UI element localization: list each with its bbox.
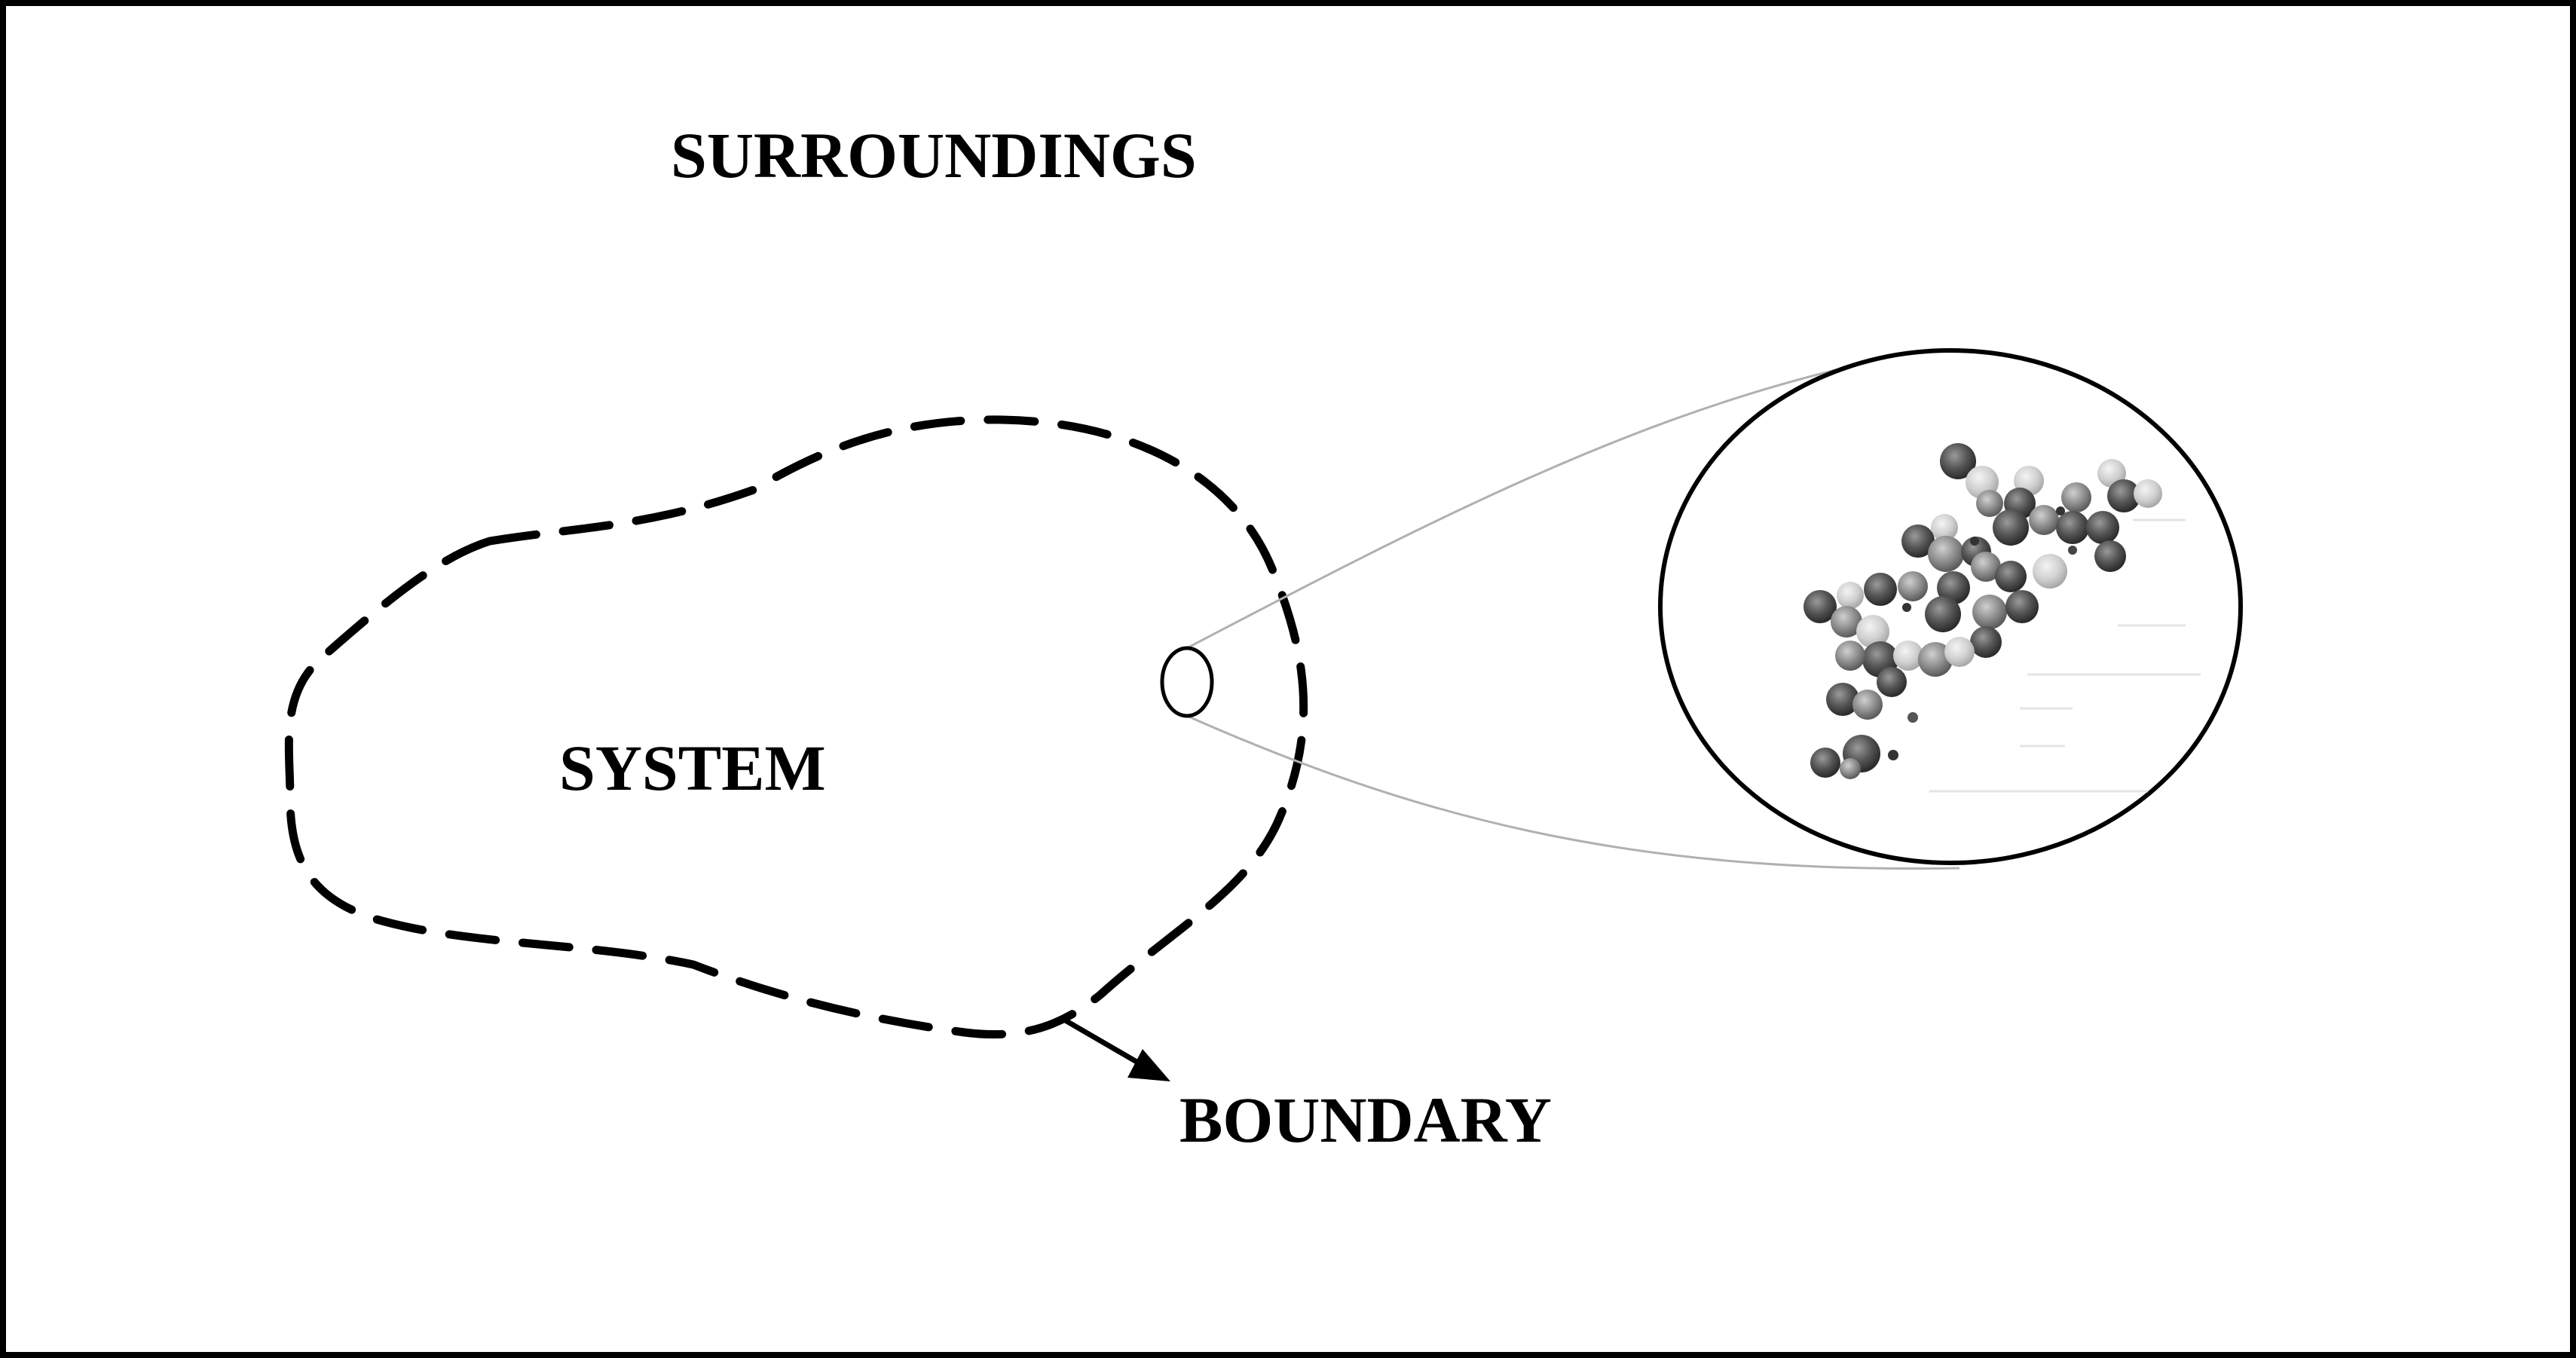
particle <box>1972 595 2007 629</box>
boundary-arrow-head <box>1127 1049 1170 1081</box>
particle <box>1840 758 1861 779</box>
particle <box>1925 596 1961 632</box>
particle <box>2061 482 2091 512</box>
particle <box>2107 479 2140 512</box>
particle <box>2005 590 2039 623</box>
particle <box>1852 690 1883 720</box>
particle <box>1902 603 1911 612</box>
particle <box>1928 536 1964 572</box>
particle <box>1918 642 1953 677</box>
magnified-streaks <box>1929 518 2201 793</box>
particle <box>1937 571 1970 604</box>
particle <box>1971 552 2001 582</box>
zoom-line-bottom <box>1186 714 1960 870</box>
system-boundary-curve <box>284 415 1308 1038</box>
particle <box>2056 506 2065 515</box>
particle <box>1940 443 1976 479</box>
particle <box>1804 590 1837 623</box>
particle <box>1970 626 2002 658</box>
particle <box>1835 641 1865 671</box>
system-label: SYSTEM <box>559 732 826 804</box>
particle <box>1864 573 1897 606</box>
particle <box>1944 637 1975 667</box>
boundary-arrow-shaft <box>1061 1016 1140 1066</box>
particle <box>1931 514 1958 541</box>
particle <box>2134 479 2162 508</box>
particle <box>1976 490 2003 517</box>
particle <box>1810 748 1840 778</box>
particle <box>2068 546 2077 555</box>
particle <box>2056 511 2089 544</box>
particle <box>1856 615 1889 648</box>
particle <box>1995 561 2027 592</box>
particle <box>1826 683 1859 716</box>
particle <box>1898 571 1928 601</box>
sample-region-marker <box>1160 646 1214 718</box>
particle <box>1993 509 2029 546</box>
particle-cluster <box>1804 443 2162 779</box>
particle <box>2033 554 2067 589</box>
zoom-line-top <box>1186 368 1840 650</box>
particle <box>1888 750 1898 760</box>
particle <box>2029 505 2059 535</box>
particle <box>1970 537 1979 546</box>
particle <box>1837 582 1864 609</box>
boundary-label: BOUNDARY <box>1179 1084 1552 1156</box>
particle <box>1908 712 1918 723</box>
particle <box>1877 667 1907 697</box>
particle <box>1831 606 1862 638</box>
particle <box>1893 641 1923 671</box>
particle <box>2086 511 2119 544</box>
particle <box>2094 540 2126 572</box>
surroundings-label: SURROUNDINGS <box>671 119 1197 191</box>
particle <box>1901 525 1935 558</box>
